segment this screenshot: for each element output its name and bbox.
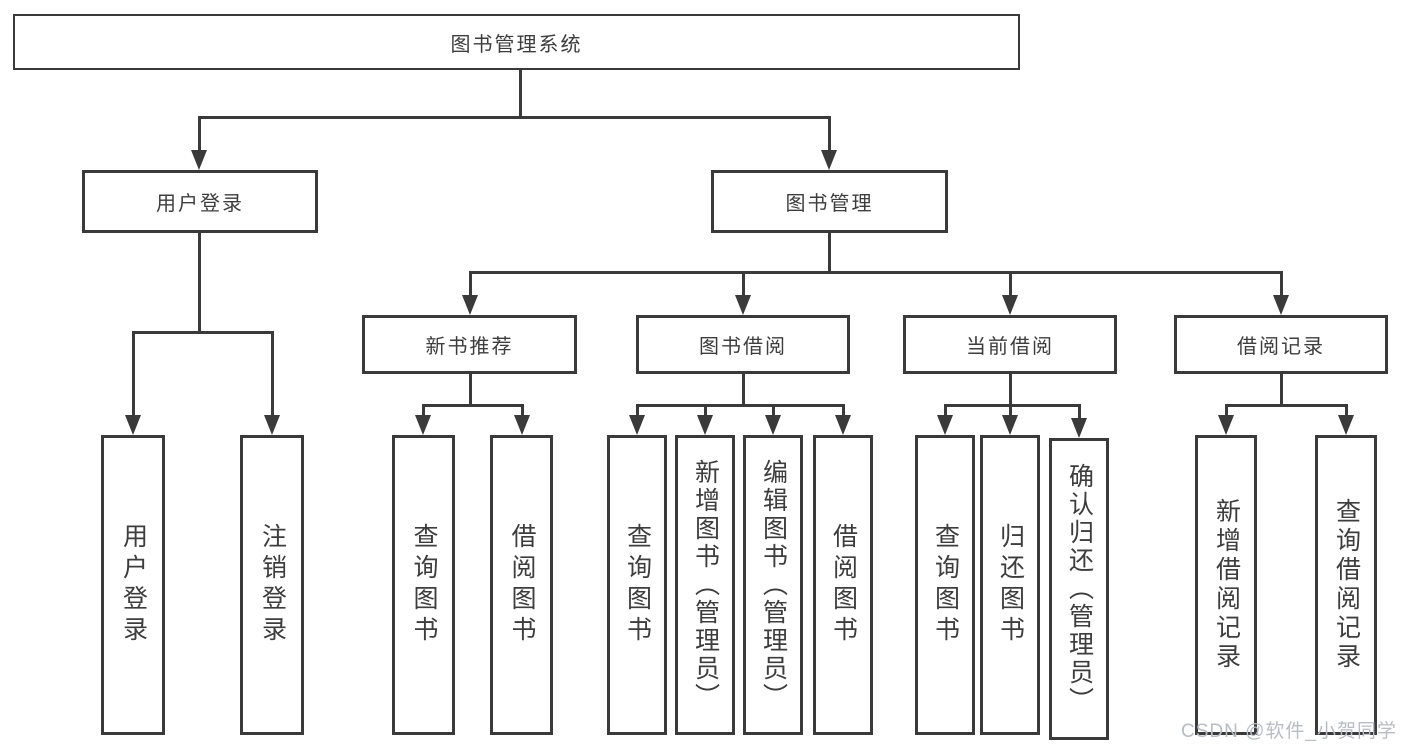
leaf-user-login: 用户登录 bbox=[101, 435, 165, 735]
node-book-borrow-label: 图书借阅 bbox=[699, 336, 787, 358]
connector bbox=[828, 116, 831, 152]
connector bbox=[842, 404, 845, 418]
node-borrow-records-label: 借阅记录 bbox=[1237, 336, 1325, 358]
leaf-query-books-borrow: 查询图书 bbox=[607, 435, 667, 735]
leaf-confirm-return-admin-label: 确认归还（管理员） bbox=[1065, 463, 1094, 715]
connector bbox=[422, 404, 425, 418]
connector bbox=[1280, 271, 1283, 297]
arrowhead-icon bbox=[1218, 415, 1234, 435]
connector bbox=[198, 116, 201, 152]
leaf-borrow-books-recommend-label: 借阅图书 bbox=[508, 523, 536, 647]
arrowhead-icon bbox=[1002, 415, 1018, 435]
connector bbox=[469, 374, 472, 406]
arrowhead-icon bbox=[937, 415, 953, 435]
leaf-query-borrow-record-label: 查询借阅记录 bbox=[1332, 498, 1361, 672]
leaf-logout-label: 注销登录 bbox=[258, 523, 287, 647]
connector bbox=[1345, 404, 1348, 418]
node-borrow-records: 借阅记录 bbox=[1174, 315, 1388, 374]
connector bbox=[742, 374, 745, 406]
arrowhead-icon bbox=[835, 415, 851, 435]
connector bbox=[742, 271, 745, 297]
leaf-edit-books-admin-label: 编辑图书（管理员） bbox=[759, 459, 788, 711]
arrowhead-icon bbox=[264, 415, 280, 435]
arrowhead-icon bbox=[1338, 415, 1354, 435]
arrowhead-icon bbox=[765, 415, 781, 435]
arrowhead-icon bbox=[191, 150, 207, 170]
connector bbox=[1009, 374, 1012, 406]
arrowhead-icon bbox=[1002, 295, 1018, 315]
leaf-query-books-recommend-label: 查询图书 bbox=[410, 523, 438, 647]
leaf-add-borrow-record-label: 新增借阅记录 bbox=[1212, 498, 1241, 672]
node-current-borrow-label: 当前借阅 bbox=[966, 336, 1054, 358]
connector bbox=[198, 233, 201, 334]
leaf-query-borrow-record: 查询借阅记录 bbox=[1315, 435, 1377, 735]
node-user-login-label: 用户登录 bbox=[156, 193, 244, 215]
connector bbox=[944, 404, 947, 418]
leaf-logout: 注销登录 bbox=[240, 435, 304, 735]
leaf-query-books-current: 查询图书 bbox=[915, 435, 975, 735]
arrowhead-icon bbox=[514, 415, 530, 435]
connector bbox=[1078, 404, 1081, 418]
connector bbox=[828, 233, 831, 273]
connector bbox=[271, 331, 274, 417]
arrowhead-icon bbox=[462, 295, 478, 315]
leaf-borrow-books-label: 借阅图书 bbox=[829, 523, 858, 647]
connector bbox=[636, 404, 639, 418]
connector bbox=[1225, 404, 1228, 418]
connector bbox=[944, 404, 1081, 407]
leaf-user-login-label: 用户登录 bbox=[119, 523, 148, 647]
connector bbox=[469, 271, 1283, 274]
leaf-add-borrow-record: 新增借阅记录 bbox=[1195, 435, 1257, 735]
leaf-add-books-admin: 新增图书（管理员） bbox=[675, 435, 735, 735]
arrowhead-icon bbox=[735, 295, 751, 315]
leaf-borrow-books: 借阅图书 bbox=[813, 435, 873, 735]
connector bbox=[132, 331, 274, 334]
connector bbox=[1009, 404, 1012, 418]
leaf-query-books-recommend: 查询图书 bbox=[392, 435, 455, 735]
connector bbox=[422, 404, 524, 407]
node-book-management-label: 图书管理 bbox=[785, 193, 874, 215]
arrowhead-icon bbox=[629, 415, 645, 435]
node-user-login: 用户登录 bbox=[82, 170, 318, 233]
connector bbox=[132, 331, 135, 417]
leaf-edit-books-admin: 编辑图书（管理员） bbox=[743, 435, 803, 735]
leaf-confirm-return-admin: 确认归还（管理员） bbox=[1049, 438, 1109, 740]
arrowhead-icon bbox=[821, 150, 837, 170]
connector bbox=[1009, 271, 1012, 297]
connector bbox=[636, 404, 845, 407]
node-book-management: 图书管理 bbox=[711, 170, 948, 233]
arrowhead-icon bbox=[125, 415, 141, 435]
connector bbox=[772, 404, 775, 418]
node-current-borrow: 当前借阅 bbox=[903, 315, 1117, 374]
leaf-borrow-books-recommend: 借阅图书 bbox=[490, 435, 553, 735]
connector bbox=[521, 404, 524, 418]
connector bbox=[469, 271, 472, 297]
node-root-label: 图书管理系统 bbox=[450, 33, 583, 56]
arrowhead-icon bbox=[1071, 418, 1087, 438]
leaf-query-books-current-label: 查询图书 bbox=[931, 523, 960, 647]
arrowhead-icon bbox=[415, 415, 431, 435]
node-new-book-recommend-label: 新书推荐 bbox=[425, 336, 514, 358]
connector bbox=[198, 116, 831, 119]
node-root: 图书管理系统 bbox=[13, 14, 1020, 70]
arrowhead-icon bbox=[1273, 295, 1289, 315]
arrowhead-icon bbox=[697, 415, 713, 435]
leaf-add-books-admin-label: 新增图书（管理员） bbox=[691, 459, 720, 711]
connector bbox=[1280, 374, 1283, 406]
connector bbox=[519, 70, 522, 118]
node-book-borrow: 图书借阅 bbox=[636, 315, 850, 374]
watermark: CSDN @软件_小贺同学 bbox=[1181, 721, 1397, 742]
leaf-query-books-borrow-label: 查询图书 bbox=[623, 523, 652, 647]
leaf-return-books: 归还图书 bbox=[980, 435, 1040, 735]
leaf-return-books-label: 归还图书 bbox=[996, 523, 1025, 647]
connector bbox=[704, 404, 707, 418]
node-new-book-recommend: 新书推荐 bbox=[362, 315, 577, 374]
connector bbox=[1225, 404, 1348, 407]
